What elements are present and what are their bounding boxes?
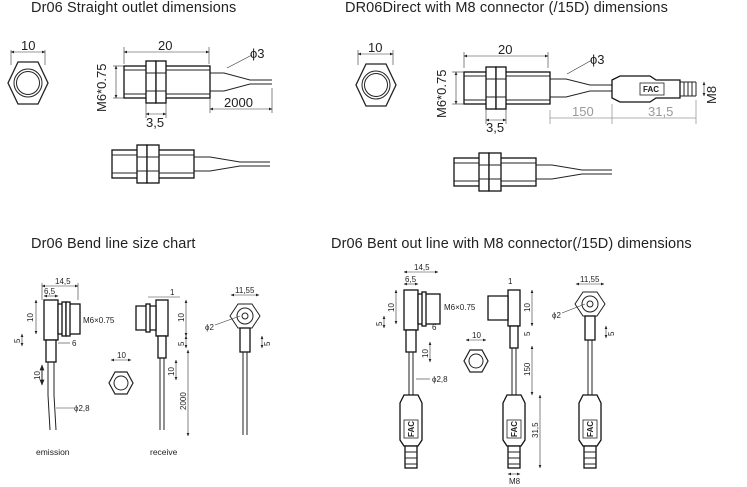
receive-sensor: 1 10 5 10 2000 receive (135, 288, 190, 457)
dim-6-5-b: 6,5 (405, 275, 417, 284)
bend-hex-view: 10 (108, 351, 134, 395)
panel-bent-m8: 14,5 6,5 M6×0.75 10 5 6 10 ϕ2,8 FAC (375, 263, 616, 486)
dim-10-hex: 10 (117, 351, 126, 360)
brand-logo: FAC (643, 85, 659, 94)
m8-connector: FAC (611, 75, 697, 103)
dim-1-b: 1 (508, 277, 513, 286)
dim-6-a: 6 (72, 339, 77, 348)
dim-5-c: 5 (263, 341, 272, 346)
dim-phi2: ϕ2 (205, 323, 214, 332)
title-bent-m8: Dr06 Bent out line with M8 connector(/15… (331, 236, 692, 252)
panel-straight: 10 20 M6*0.75 3, (7, 38, 273, 184)
dim-10-g: 10 (523, 303, 532, 312)
sensor-lower-view (111, 144, 270, 184)
bent-m8-hex-view: 10 (463, 331, 489, 373)
dim-m8-length: 31,5 (648, 104, 673, 119)
title-straight: Dr06 Straight outlet dimensions (31, 0, 237, 16)
dim-cable-length: 2000 (224, 95, 253, 110)
dim-10-d: 10 (167, 367, 176, 376)
dim-thread-small: M6×0.75 (83, 316, 115, 325)
m8-side-view: 20 M6*0.75 3,5 ϕ3 (434, 42, 719, 135)
dim-phi2-8: ϕ2,8 (74, 404, 90, 413)
sensor-side-view: 20 M6*0.75 3,5 ϕ3 (94, 38, 273, 130)
dim-body-length-m8: 20 (498, 42, 512, 57)
brand-logo-a: FAC (407, 421, 416, 437)
bent-m8-sensor-b: 1 10 5 150 FAC 31,5 M8 (487, 277, 542, 486)
dim-10-hex-b: 10 (472, 331, 481, 340)
dim-10-b: 10 (33, 371, 42, 380)
brand-logo-c: FAC (586, 421, 595, 437)
dim-m8: M8 (704, 86, 719, 104)
dim-10-f: 10 (421, 349, 430, 358)
dim-phi2-b: ϕ2 (552, 311, 561, 320)
dim-5-a: 5 (13, 338, 22, 343)
dim-5-b: 5 (177, 341, 186, 346)
dim-6-b: 6 (432, 323, 437, 332)
title-m8-direct: DR06Direct with M8 connector (/15D) dime… (345, 0, 668, 16)
dim-thread-small-b: M6×0.75 (444, 303, 476, 312)
dim-150: 150 (523, 362, 532, 376)
dim-14-5: 14,5 (55, 277, 71, 286)
bend-side-view: 11,55 ϕ2 5 (205, 286, 272, 435)
bent-m8-sensor-a: 14,5 6,5 M6×0.75 10 5 6 10 ϕ2,8 FAC (375, 263, 476, 469)
emission-sensor: 14,5 6,5 M6×0.75 10 5 6 10 ϕ2,8 emission (13, 277, 115, 457)
dim-11-55-b: 11,55 (580, 275, 600, 284)
dim-31-5: 31,5 (531, 422, 540, 438)
title-bend: Dr06 Bend line size chart (31, 236, 196, 252)
dim-14-5-b: 14,5 (414, 263, 430, 272)
panel-m8-direct: 10 20 M6*0.75 3,5 (355, 40, 719, 192)
dim-m8-small: M8 (509, 477, 521, 486)
dim-m8-cable: 150 (572, 104, 594, 119)
dim-5-d: 5 (375, 321, 384, 326)
dim-body-length: 20 (158, 38, 172, 53)
dim-5-f: 5 (607, 331, 616, 336)
hex-end-view-m8: 10 (355, 40, 397, 107)
dim-10-e: 10 (387, 303, 396, 312)
dim-cable-dia: ϕ3 (250, 46, 265, 61)
dim-cable-dia-m8: ϕ3 (590, 52, 605, 67)
dim-10-a: 10 (26, 313, 35, 322)
dim-10-c: 10 (177, 313, 186, 322)
dim-5-e: 5 (523, 331, 532, 336)
dim-hex-width-m8: 10 (368, 40, 382, 55)
bent-m8-side-view: 11,55 ϕ2 5 FAC (552, 275, 616, 469)
panel-bend: 14,5 6,5 M6×0.75 10 5 6 10 ϕ2,8 emission (13, 277, 272, 457)
label-receive: receive (150, 447, 178, 457)
hex-end-view: 10 (7, 38, 49, 105)
dim-hex-width: 10 (21, 38, 35, 53)
brand-logo-b: FAC (510, 421, 519, 437)
dim-thread-m8: M6*0.75 (434, 70, 449, 118)
dim-11-55: 11,55 (235, 286, 255, 295)
m8-lower-view (453, 152, 612, 192)
dim-nut-width: 3,5 (146, 115, 164, 130)
dim-nut-width-m8: 3,5 (486, 120, 504, 135)
dim-thread: M6*0.75 (94, 64, 109, 112)
dim-1: 1 (170, 288, 175, 297)
dim-phi2-8-b: ϕ2,8 (432, 375, 448, 384)
dim-6-5: 6,5 (44, 287, 56, 296)
label-emission: emission (36, 447, 70, 457)
dim-2000: 2000 (179, 392, 188, 410)
